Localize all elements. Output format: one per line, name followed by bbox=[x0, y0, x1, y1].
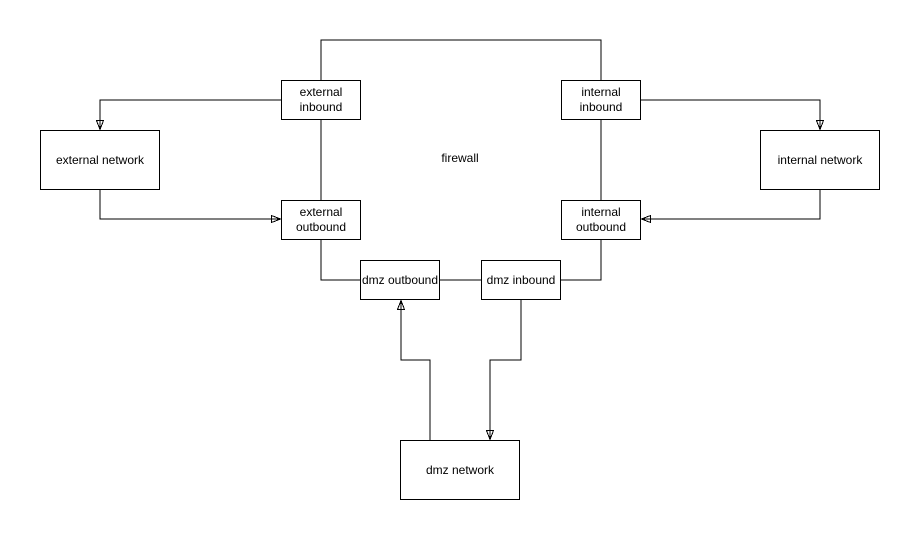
node-external-outbound[interactable]: external outbound bbox=[281, 200, 361, 240]
node-label: external inbound bbox=[299, 85, 343, 114]
firewall-label: firewall bbox=[441, 151, 479, 165]
node-label: dmz network bbox=[425, 462, 495, 477]
edge-external-outbound-dmz-outbound bbox=[320, 240, 360, 281]
node-external-network[interactable]: external network bbox=[40, 130, 160, 190]
node-internal-inbound[interactable]: internal inbound bbox=[561, 80, 641, 120]
edge-internal-network-internal-outbound bbox=[642, 190, 821, 219]
node-dmz-inbound[interactable]: dmz inbound bbox=[481, 260, 561, 300]
edge-external-network-external-outbound bbox=[99, 190, 280, 219]
node-label: external network bbox=[55, 152, 145, 167]
node-external-inbound[interactable]: external inbound bbox=[281, 80, 361, 120]
node-dmz-network[interactable]: dmz network bbox=[400, 440, 520, 500]
node-label: internal outbound bbox=[575, 205, 627, 234]
edge-external-inbound-internal-inbound bbox=[320, 39, 602, 80]
edge-external-inbound-external-network bbox=[100, 99, 281, 129]
node-internal-outbound[interactable]: internal outbound bbox=[561, 200, 641, 240]
node-label: internal inbound bbox=[579, 85, 623, 114]
edge-internal-inbound-internal-network bbox=[641, 99, 820, 129]
node-dmz-outbound[interactable]: dmz outbound bbox=[360, 260, 440, 300]
node-label: internal network bbox=[777, 152, 863, 167]
node-label: dmz outbound bbox=[361, 272, 439, 287]
node-label: external outbound bbox=[295, 205, 347, 234]
edge-internal-outbound-dmz-inbound bbox=[561, 240, 602, 281]
edge-dmz-inbound-dmz-network bbox=[490, 300, 522, 439]
node-label: dmz inbound bbox=[486, 272, 556, 287]
node-internal-network[interactable]: internal network bbox=[760, 130, 880, 190]
edge-dmz-network-dmz-outbound bbox=[401, 301, 431, 440]
